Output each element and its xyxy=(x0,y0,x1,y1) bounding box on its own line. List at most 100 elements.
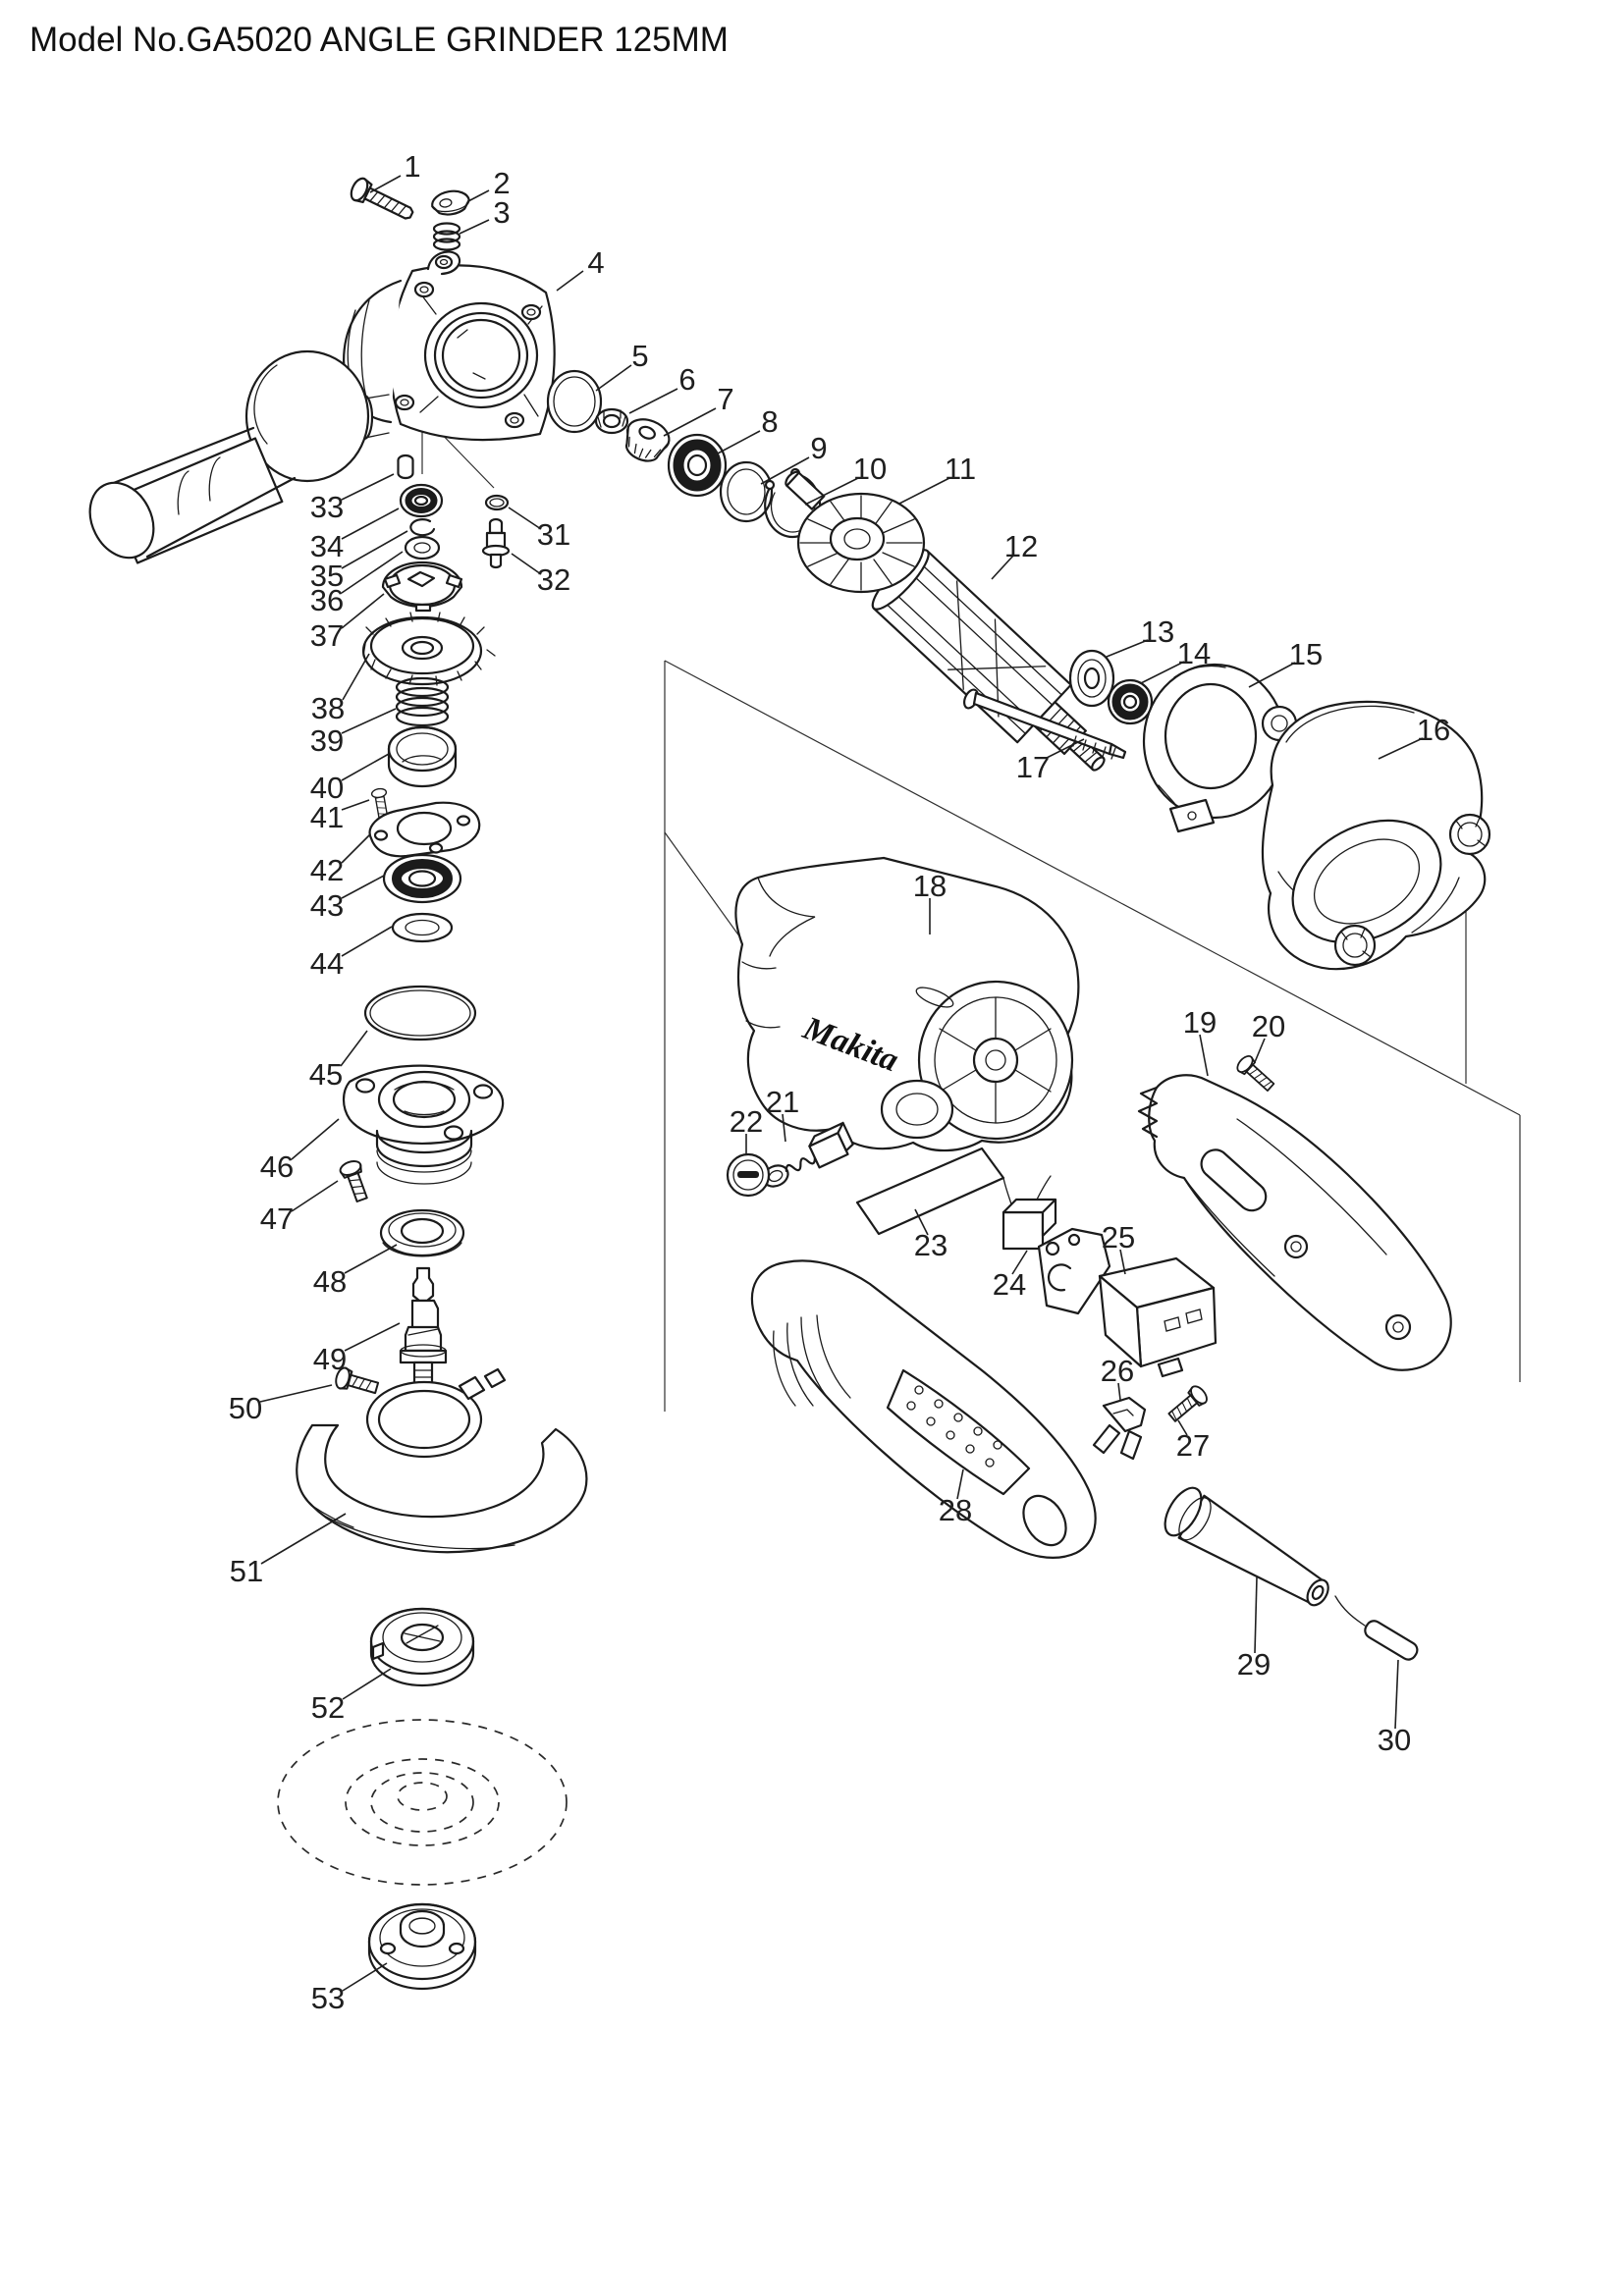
part-7-pinion-gear-illustration xyxy=(624,418,671,462)
leader-line-45 xyxy=(340,1030,368,1067)
part-25-switch-illustration xyxy=(1037,1227,1218,1378)
leader-line-27 xyxy=(1177,1419,1188,1436)
leader-line-24 xyxy=(1011,1250,1028,1275)
part-11-fan-illustration xyxy=(796,492,926,594)
leader-line-16 xyxy=(1378,737,1424,760)
part-9-washer-illustration xyxy=(719,460,774,523)
leader-line-14 xyxy=(1140,661,1185,684)
leader-line-26 xyxy=(1117,1382,1121,1401)
part-label-49: 49 xyxy=(313,1342,347,1376)
part-label-33: 33 xyxy=(310,490,344,524)
part-52-inner-flange-illustration xyxy=(369,1607,475,1687)
part-label-15: 15 xyxy=(1289,637,1323,671)
leader-line-9 xyxy=(760,456,810,485)
leader-line-29 xyxy=(1254,1576,1258,1654)
grinding-wheel-dashed-illustration xyxy=(277,1719,568,1886)
part-48-felt-ring-illustration xyxy=(379,1208,465,1257)
part-label-47: 47 xyxy=(260,1201,294,1236)
part-label-48: 48 xyxy=(313,1264,347,1299)
part-40-cup-illustration xyxy=(387,725,458,788)
leader-line-25 xyxy=(1119,1249,1126,1275)
part-5-ring-illustration xyxy=(546,369,603,434)
leader-line-4 xyxy=(556,270,584,292)
part-label-4: 4 xyxy=(587,245,604,280)
part-41-screw-illustration xyxy=(370,787,389,820)
part-label-52: 52 xyxy=(311,1690,345,1725)
leader-line-10 xyxy=(804,477,859,506)
part-44-washer-illustration xyxy=(391,912,454,943)
part-4-gear-housing-illustration xyxy=(343,250,556,442)
part-19-handle-top-illustration xyxy=(1137,1074,1452,1371)
part-label-17: 17 xyxy=(1016,750,1050,784)
leader-line-5 xyxy=(595,364,632,392)
part-label-41: 41 xyxy=(310,800,344,834)
part-label-50: 50 xyxy=(229,1391,262,1425)
leader-line-37 xyxy=(341,593,385,629)
part-22-brush-cap-illustration xyxy=(726,1152,771,1198)
part-31-o-ring-illustration xyxy=(484,494,510,511)
part-45-o-ring-illustration xyxy=(363,985,477,1041)
part-label-20: 20 xyxy=(1252,1009,1285,1043)
part-27-screw-illustration xyxy=(1167,1385,1208,1422)
leader-line-51 xyxy=(260,1513,347,1565)
part-14-bearing-illustration xyxy=(1107,678,1154,725)
part-label-43: 43 xyxy=(310,888,344,923)
part-51-wheel-guard-illustration xyxy=(296,1367,588,1554)
side-handle-illustration xyxy=(88,349,390,564)
leader-line-2 xyxy=(467,189,490,202)
part-29-cord-guard-illustration xyxy=(1164,1486,1329,1607)
part-label-3: 3 xyxy=(493,195,510,230)
part-2-cam-illustration xyxy=(431,189,470,216)
leader-line-35 xyxy=(341,530,408,569)
leader-line-19 xyxy=(1199,1034,1209,1077)
part-16-field-illustration xyxy=(1261,700,1491,971)
part-label-36: 36 xyxy=(310,583,344,617)
part-label-16: 16 xyxy=(1417,713,1450,747)
leader-line-23 xyxy=(914,1208,929,1236)
leader-line-28 xyxy=(956,1468,964,1500)
leader-line-48 xyxy=(344,1244,398,1274)
part-label-28: 28 xyxy=(939,1493,972,1527)
leader-line-31 xyxy=(508,507,542,530)
part-label-30: 30 xyxy=(1378,1723,1411,1757)
leader-line-32 xyxy=(511,553,542,575)
part-18-motor-housing-illustration: Makita xyxy=(734,856,1080,1152)
part-38-bevel-gear-illustration xyxy=(361,612,496,686)
part-label-45: 45 xyxy=(309,1057,343,1092)
leader-line-52 xyxy=(342,1668,392,1700)
leader-line-47 xyxy=(291,1180,339,1212)
part-label-53: 53 xyxy=(311,1981,345,2015)
part-24-capacitor-illustration xyxy=(1001,1175,1057,1251)
part-label-6: 6 xyxy=(678,362,695,397)
part-label-25: 25 xyxy=(1102,1220,1135,1255)
leader-line-17 xyxy=(1046,738,1085,759)
part-label-9: 9 xyxy=(810,431,827,465)
part-label-31: 31 xyxy=(537,517,570,552)
leader-line-12 xyxy=(991,555,1014,580)
part-47-screw-illustration xyxy=(339,1160,368,1202)
part-label-34: 34 xyxy=(310,529,344,563)
part-23-label-illustration xyxy=(855,1147,1005,1236)
part-34-bearing-illustration xyxy=(399,483,444,518)
part-label-2: 2 xyxy=(493,166,510,200)
part-21-carbon-brush-illustration xyxy=(762,1121,854,1188)
part-label-38: 38 xyxy=(311,691,345,725)
part-label-13: 13 xyxy=(1141,614,1174,649)
part-label-5: 5 xyxy=(631,339,648,373)
part-label-24: 24 xyxy=(993,1267,1026,1302)
part-53-lock-nut-illustration xyxy=(367,1902,477,1991)
leader-line-1 xyxy=(369,175,402,193)
part-label-19: 19 xyxy=(1183,1005,1217,1040)
part-26-lock-lever-illustration xyxy=(1092,1396,1147,1461)
leader-line-41 xyxy=(341,799,370,811)
part-36-washer-illustration xyxy=(404,535,441,561)
part-8-bearing-illustration xyxy=(667,433,728,498)
part-30-cord-illustration xyxy=(1334,1595,1419,1661)
part-label-1: 1 xyxy=(404,149,420,184)
part-label-27: 27 xyxy=(1176,1428,1210,1463)
part-label-11: 11 xyxy=(945,452,976,486)
leader-line-21 xyxy=(782,1113,786,1143)
leader-line-3 xyxy=(459,219,490,235)
part-33-pin-illustration xyxy=(397,454,414,480)
